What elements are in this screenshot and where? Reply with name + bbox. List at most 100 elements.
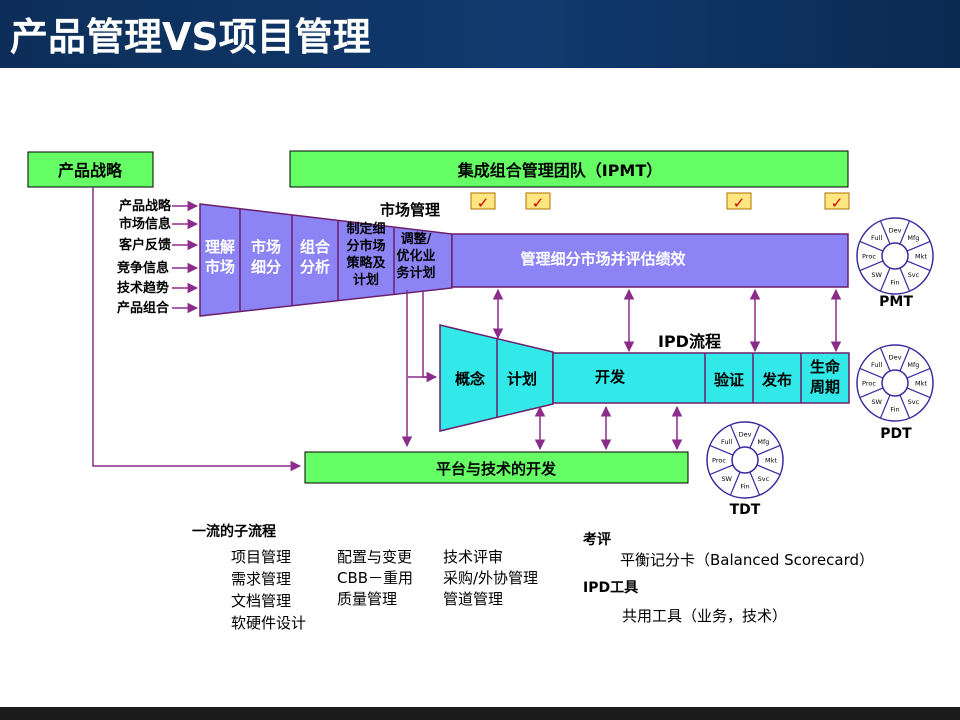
wheel-spoke: [906, 240, 931, 252]
check-mark-icon: ✓: [831, 194, 844, 212]
subprocess-heading: 一流的子流程: [192, 524, 276, 540]
ipd-tools-heading: IPD工具: [583, 580, 639, 596]
wheel-segment-label: Fin: [740, 483, 749, 491]
market-step-label: 分析: [300, 258, 330, 276]
product-strategy-label: 产品战略: [58, 161, 123, 180]
wheel-segment-label: SW: [871, 398, 882, 406]
wheel-spoke: [709, 464, 734, 476]
check-box: [525, 192, 551, 210]
wheel-spoke: [859, 240, 884, 252]
market-step-label: 计划: [353, 272, 379, 288]
ipd-step-label: 生命: [810, 358, 841, 376]
market-mgmt-label: 市场管理: [380, 201, 440, 219]
wheel-segment-label: Proc: [862, 380, 876, 388]
wheel-spoke: [749, 424, 761, 449]
wheel-spoke: [899, 347, 911, 372]
title-bar: 产品管理VS项目管理: [0, 0, 960, 68]
subprocess-item: 质量管理: [337, 590, 398, 608]
market-step-label: 市场: [251, 238, 281, 256]
wheel-segment-label: SW: [721, 475, 732, 483]
ipd-tools-item: 共用工具（业务，技术）: [622, 607, 788, 625]
wheel-segment-label: Mkt: [915, 253, 927, 261]
evaluation-item: 平衡记分卡（Balanced Scorecard）: [620, 551, 874, 569]
wheel-spoke: [859, 260, 884, 272]
wheel-spoke: [729, 471, 741, 496]
input-label: 市场信息: [119, 216, 171, 232]
wheel-segment-label: Mkt: [765, 457, 777, 465]
page-title: 产品管理VS项目管理: [10, 15, 371, 59]
wheel-segment-label: Full: [871, 234, 882, 242]
wheel-segment-label: Mfg: [907, 234, 919, 242]
wheel-spoke: [729, 424, 741, 449]
market-step-label: 制定细: [346, 221, 385, 237]
ipd-step-label: 概念: [455, 370, 485, 388]
subprocess-item: 技术评审: [443, 548, 504, 566]
ipd-step-label: 验证: [714, 371, 744, 389]
market-step-label: 分市场: [346, 238, 385, 254]
input-label: 客户反馈: [119, 237, 171, 253]
input-label: 产品战略: [119, 198, 172, 214]
wheel-spoke: [859, 367, 884, 379]
subprocess-item: 项目管理: [231, 548, 292, 566]
market-funnel: [199, 203, 453, 317]
wheel-segment-label: Dev: [889, 227, 902, 235]
wheel-spoke: [756, 444, 781, 456]
subprocess-item: 采购/外协管理: [443, 569, 539, 587]
market-step-label: 调整/: [401, 231, 432, 247]
ipd-step-label: 周期: [810, 378, 840, 396]
market-step-label: 务计划: [396, 265, 435, 281]
wheel-caption: PMT: [879, 294, 913, 310]
wheel-segment-label: SW: [871, 271, 882, 279]
wheel-spoke: [899, 394, 911, 419]
check-box: [824, 192, 850, 210]
wheel-spoke: [879, 220, 891, 245]
wheel-caption: PDT: [880, 426, 912, 442]
wheel-hub: [881, 369, 909, 397]
check-box: [726, 192, 752, 210]
bottom-bar: [0, 707, 960, 720]
platform-box: [304, 451, 689, 484]
wheel-spoke: [906, 260, 931, 272]
wheel-hub: [881, 242, 909, 270]
market-performance-bar: [451, 233, 849, 288]
market-performance-label: 管理细分市场并评估绩效: [520, 250, 686, 268]
subprocess-item: 软硬件设计: [231, 614, 307, 632]
subprocess-item: 管道管理: [443, 590, 504, 608]
ipd-bar: [552, 352, 850, 404]
ipd-step-label: 开发: [595, 368, 626, 386]
wheel-spoke: [709, 444, 734, 456]
subprocess-item: 文档管理: [231, 592, 292, 610]
funnel-to-ipd-line: [422, 290, 436, 378]
input-label: 产品组合: [117, 300, 170, 316]
wheel-spoke: [899, 267, 911, 292]
ipmt-team-label: 集成组合管理团队（IPMT）: [457, 161, 663, 180]
check-marks: ✓✓✓✓: [470, 192, 850, 212]
subprocess-item: 配置与变更: [337, 548, 413, 566]
subprocess-item: 需求管理: [231, 570, 292, 588]
wheel-segment-label: Fin: [890, 279, 899, 287]
market-step-label: 市场: [205, 258, 235, 276]
wheel-segment-label: Full: [871, 361, 882, 369]
wheel-spoke: [879, 394, 891, 419]
check-mark-icon: ✓: [733, 194, 746, 212]
product-strategy-box: [27, 151, 154, 188]
wheel-segment-label: Mkt: [915, 380, 927, 388]
wheel-spoke: [899, 220, 911, 245]
subprocess-item: CBB－重用: [337, 569, 414, 587]
ipd-step-label: 发布: [761, 371, 792, 389]
wheel-spoke: [906, 367, 931, 379]
wheel-segment-label: Dev: [739, 431, 752, 439]
strategy-to-platform-line: [92, 187, 302, 472]
platform-label: 平台与技术的开发: [436, 460, 557, 478]
wheel-spoke: [906, 387, 931, 399]
ipd-steps: 概念计划开发验证发布生命周期: [455, 358, 841, 396]
wheel-segment-label: Svc: [758, 475, 770, 483]
wheel-spoke: [879, 267, 891, 292]
wheel-segment-label: Proc: [712, 457, 726, 465]
market-step-label: 细分: [251, 258, 281, 276]
check-box: [470, 192, 496, 210]
wheel-spoke: [879, 347, 891, 372]
ipmt-team-box: [289, 150, 849, 188]
